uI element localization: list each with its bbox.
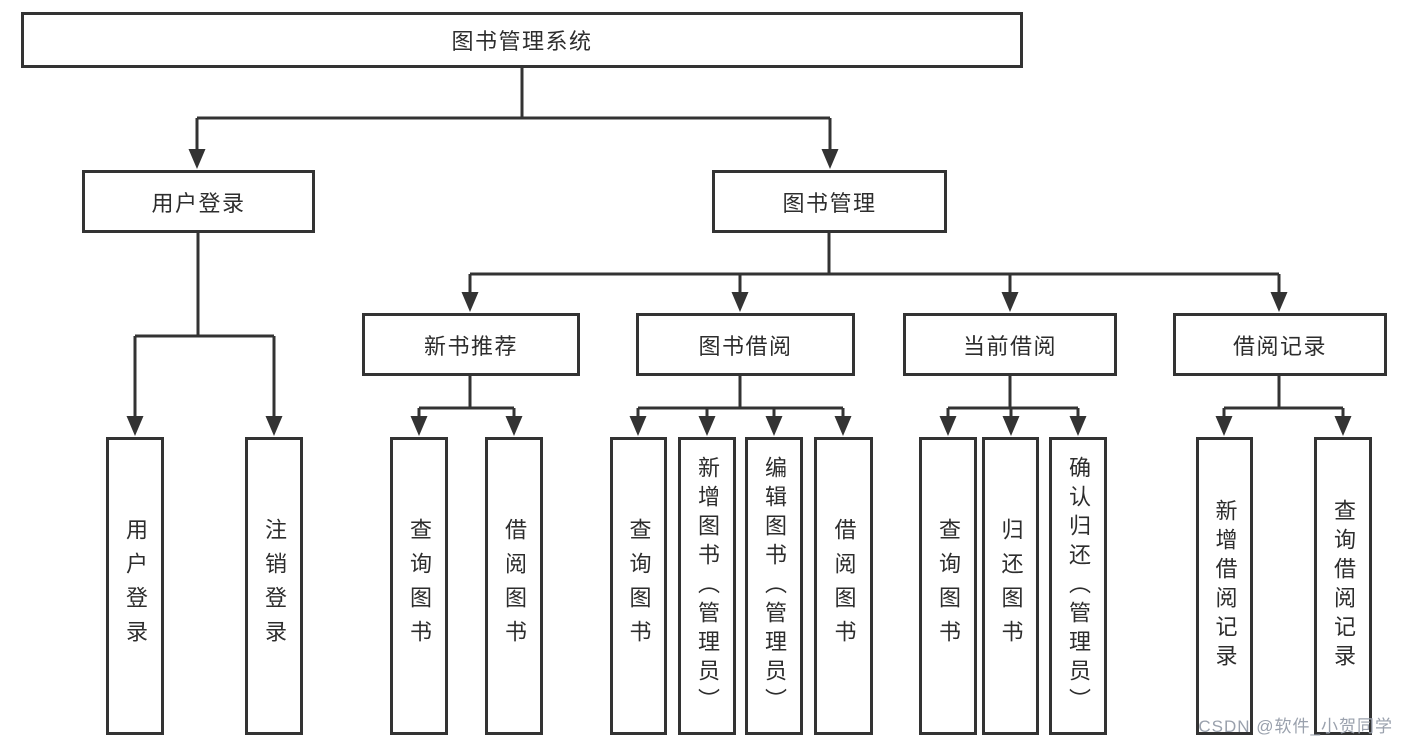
node-book-borrowing: 图书借阅: [636, 313, 855, 376]
arrowheads: [126, 149, 1352, 436]
leaf-label: 确认归还（管理员）: [1066, 455, 1091, 717]
leaf-return-books: 归还图书: [982, 437, 1039, 735]
node-current-borrowing: 当前借阅: [903, 313, 1117, 376]
leaf-label: 新增借阅记录: [1212, 499, 1238, 673]
leaf-confirm-return-admin: 确认归还（管理员）: [1049, 437, 1107, 735]
leaf-label: 归还图书: [998, 518, 1024, 654]
leaf-add-borrow-record: 新增借阅记录: [1196, 437, 1253, 735]
leaf-borrow-books-borrowing: 借阅图书: [814, 437, 873, 735]
node-label: 图书借阅: [698, 333, 793, 359]
leaf-logout-login: 注销登录: [245, 437, 303, 735]
leaf-edit-book-admin: 编辑图书（管理员）: [745, 437, 803, 735]
node-borrowing-records: 借阅记录: [1173, 313, 1387, 376]
node-label: 图书管理: [782, 190, 877, 216]
leaf-label: 查询图书: [626, 518, 652, 654]
leaf-user-login: 用户登录: [106, 437, 164, 735]
leaf-label: 借阅图书: [831, 518, 857, 654]
leaf-label: 查询借阅记录: [1331, 499, 1356, 673]
node-new-book-recommend: 新书推荐: [362, 313, 580, 376]
leaf-label: 查询图书: [936, 518, 961, 654]
node-label: 当前借阅: [962, 333, 1057, 359]
leaf-query-books-recommend: 查询图书: [390, 437, 448, 735]
leaf-label: 借阅图书: [502, 518, 527, 654]
node-book-management: 图书管理: [712, 170, 947, 233]
leaf-label: 查询图书: [407, 518, 432, 654]
leaf-label: 注销登录: [262, 518, 287, 654]
leaf-query-books-borrowing: 查询图书: [610, 437, 667, 735]
node-user-login: 用户登录: [82, 170, 315, 233]
leaf-label: 新增图书（管理员）: [695, 455, 720, 717]
watermark-text: CSDN @软件_小贺同学: [1198, 717, 1393, 736]
node-label: 借阅记录: [1232, 333, 1327, 359]
node-label: 用户登录: [151, 190, 246, 216]
leaf-label: 编辑图书（管理员）: [762, 455, 787, 717]
node-library-system: 图书管理系统: [21, 12, 1023, 68]
leaf-query-borrow-record: 查询借阅记录: [1314, 437, 1372, 735]
leaf-add-book-admin: 新增图书（管理员）: [678, 437, 736, 735]
leaf-borrow-books-recommend: 借阅图书: [485, 437, 543, 735]
connector-path: [133, 68, 1345, 418]
leaf-label: 用户登录: [123, 518, 148, 654]
leaf-query-books-current: 查询图书: [919, 437, 977, 735]
node-label: 新书推荐: [423, 333, 518, 359]
node-label: 图书管理系统: [451, 29, 593, 54]
